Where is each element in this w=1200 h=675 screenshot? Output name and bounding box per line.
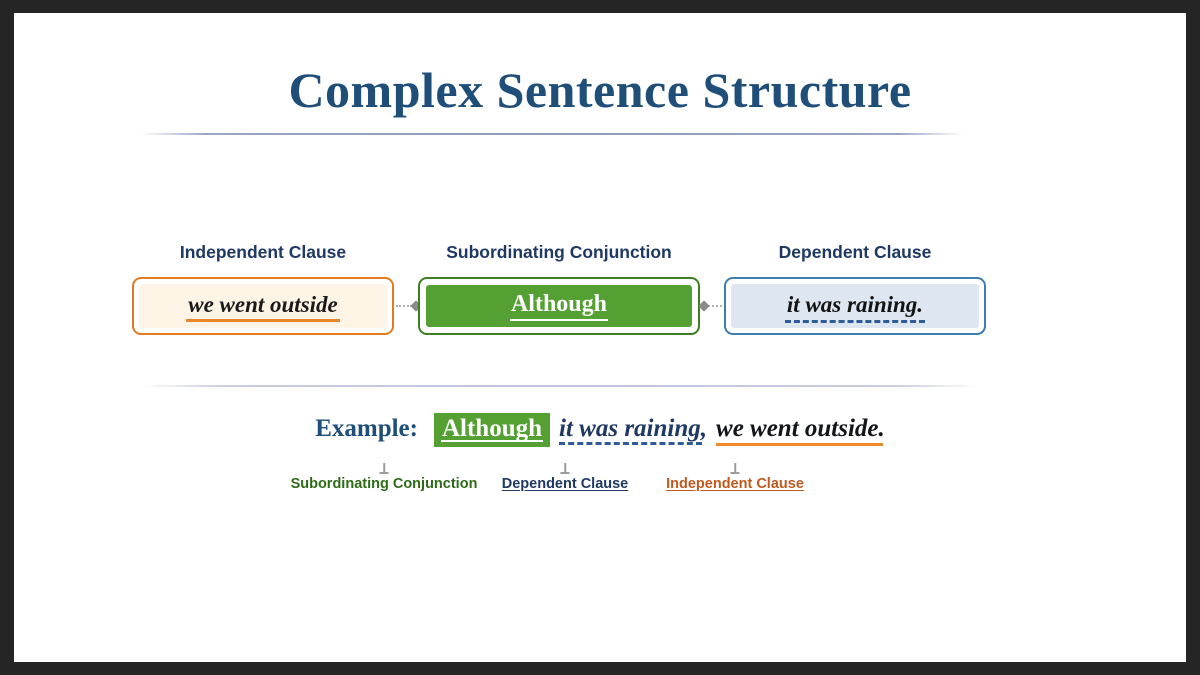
dependent-clause-box-fill: it was raining. (731, 284, 979, 328)
example-sentence-row: Example: Although it was raining, we wen… (14, 413, 1186, 447)
page-title: Complex Sentence Structure (288, 62, 912, 118)
connector-dotted-line-icon (396, 305, 412, 307)
title-block: Complex Sentence Structure (14, 63, 1186, 118)
subordinating-conjunction-text: Although (509, 291, 609, 321)
example-divider (140, 385, 980, 387)
sentence-structure-diagram: Independent Clause Subordinating Conjunc… (14, 228, 1186, 353)
example-label: Example: (315, 415, 418, 442)
legend-item-independent-clause: Independent Clause (650, 463, 820, 493)
slide-canvas: Complex Sentence Structure Independent C… (14, 13, 1186, 662)
dependent-clause-text: it was raining. (784, 292, 926, 323)
title-divider (140, 133, 964, 135)
independent-clause-box[interactable]: we went outside (132, 277, 394, 335)
legend-item-subordinating-conjunction: Subordinating Conjunction (264, 463, 504, 493)
connector-conjunction-to-dependent (698, 300, 726, 312)
connector-diamond-node-icon (698, 300, 710, 312)
example-segment-conjunction: Although (433, 413, 551, 447)
callout-tick-icon (264, 463, 504, 475)
column-label-subordinating-conjunction: Subordinating Conjunction (446, 242, 672, 262)
legend-label-subordinating-conjunction: Subordinating Conjunction (290, 476, 478, 492)
column-label-dependent-clause: Dependent Clause (778, 242, 932, 262)
independent-clause-box-fill: we went outside (139, 284, 387, 328)
connector-independent-to-conjunction (396, 300, 422, 312)
subordinating-conjunction-box-fill: Although (426, 285, 692, 327)
callout-tick-icon (650, 463, 820, 475)
subordinating-conjunction-box[interactable]: Although (418, 277, 700, 335)
connector-dotted-line-icon (708, 305, 726, 307)
callout-tick-icon (480, 463, 650, 475)
legend-item-dependent-clause: Dependent Clause (480, 463, 650, 493)
legend-label-independent-clause: Independent Clause (666, 476, 804, 492)
example-segment-dependent-clause: it was raining, (559, 415, 708, 445)
independent-clause-text: we went outside (186, 292, 340, 322)
dependent-clause-box[interactable]: it was raining. (724, 277, 986, 335)
example-segment-independent-clause: we went outside. (716, 415, 885, 446)
column-label-independent-clause: Independent Clause (179, 242, 347, 262)
legend-label-dependent-clause: Dependent Clause (501, 476, 629, 492)
example-legend: Subordinating Conjunction Dependent Clau… (14, 463, 1186, 508)
